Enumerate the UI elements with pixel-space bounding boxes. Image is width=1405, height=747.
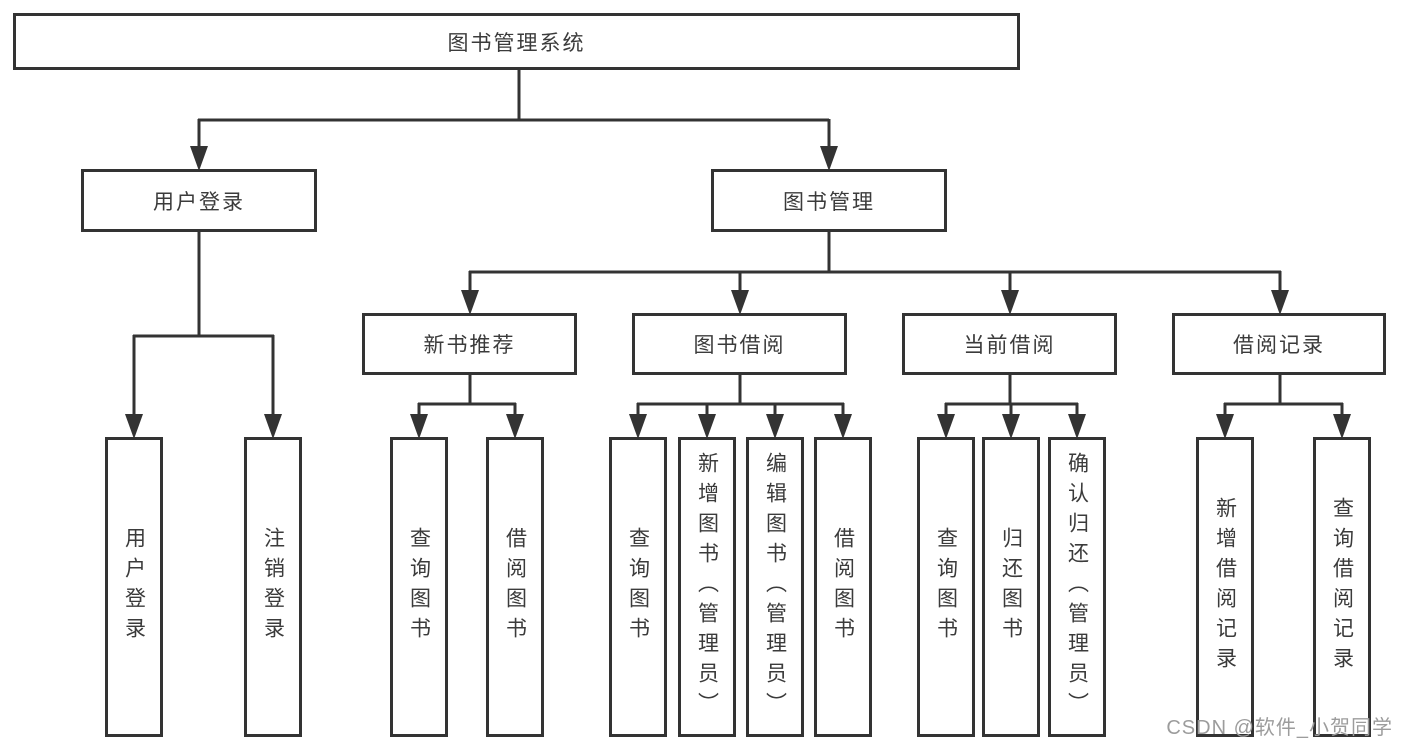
leaf-logout: 注销登录 — [244, 437, 302, 737]
leaf-add-borrow-record: 新增借阅记录 — [1196, 437, 1254, 737]
connector-current-borrow-children — [937, 374, 1086, 439]
connector-user-login-children — [125, 231, 282, 439]
leaf-query-books-current: 查询图书 — [917, 437, 975, 737]
node-new-book-recommendation: 新书推荐 — [362, 313, 577, 375]
leaf-return-books: 归还图书 — [982, 437, 1040, 737]
leaf-query-borrow-record: 查询借阅记录 — [1313, 437, 1371, 737]
node-book-management: 图书管理 — [711, 169, 947, 232]
csdn-watermark: CSDN @软件_小贺同学 — [1166, 717, 1393, 739]
leaf-edit-books-admin: 编辑图书（管理员） — [746, 437, 804, 737]
leaf-query-books-recommend: 查询图书 — [390, 437, 448, 737]
leaf-borrow-books: 借阅图书 — [814, 437, 872, 737]
node-borrowing-records: 借阅记录 — [1172, 313, 1386, 375]
connector-book-mgmt-to-level3 — [461, 231, 1289, 315]
connector-new-book-children — [410, 374, 524, 439]
node-book-borrowing: 图书借阅 — [632, 313, 847, 375]
leaf-add-books-admin: 新增图书（管理员） — [678, 437, 736, 737]
node-current-borrowing: 当前借阅 — [902, 313, 1117, 375]
connector-book-borrow-children — [629, 374, 852, 439]
leaf-user-login: 用户登录 — [105, 437, 163, 737]
leaf-borrow-books-recommend: 借阅图书 — [486, 437, 544, 737]
leaf-confirm-return-admin: 确认归还（管理员） — [1048, 437, 1106, 737]
node-user-login: 用户登录 — [81, 169, 317, 232]
node-library-management-system: 图书管理系统 — [13, 13, 1020, 70]
connector-root-to-level2 — [190, 70, 838, 171]
leaf-query-books-borrow: 查询图书 — [609, 437, 667, 737]
connector-borrow-records-children — [1216, 374, 1351, 439]
